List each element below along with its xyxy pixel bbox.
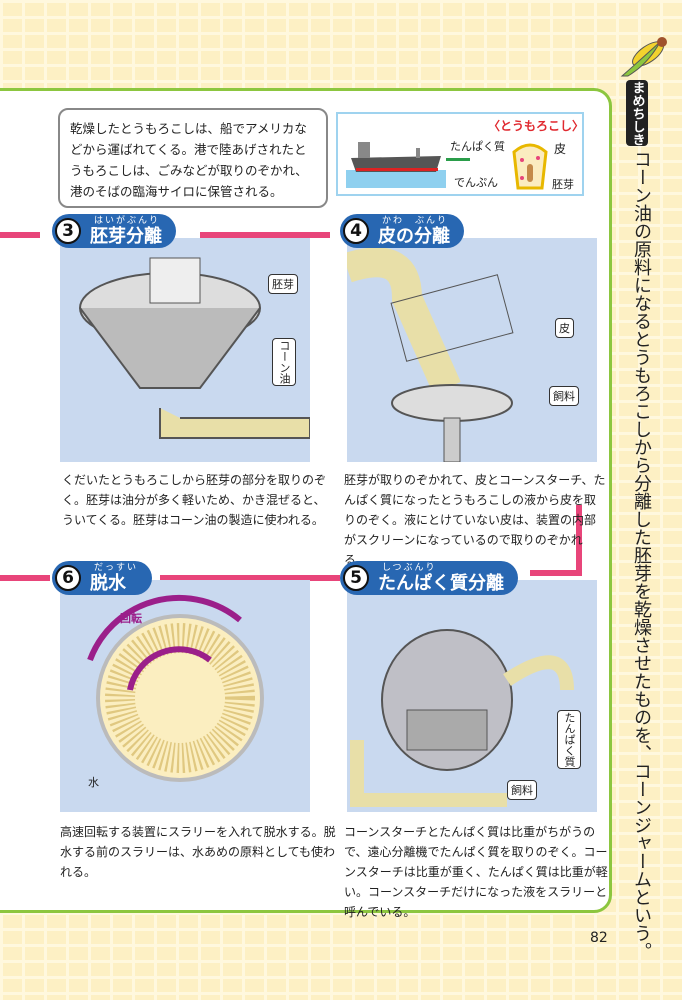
step-title-ruby: だっすい (94, 562, 139, 573)
intro-text: 乾燥したとうもろこしは、船でアメリカなどから運ばれてくる。港で陸あげされたとうも… (58, 108, 328, 208)
step5-text: コーンスターチとたんぱく質は比重がちがうので、遠心分離機でたんぱく質を取りのぞく… (344, 825, 608, 919)
flow-arrow-4-5 (530, 570, 582, 576)
step-title: 胚芽分離 (90, 225, 162, 247)
label-feed: 飼料 (549, 386, 579, 406)
corn-title: 〈とうもろこし〉 (488, 119, 585, 133)
label-feed: 飼料 (507, 780, 537, 800)
sidebar-text: コーン油の原料になるとうもろこしから分離した胚芽を乾燥させたものを、コーンジャー… (631, 150, 652, 960)
label-starch: でんぷん (454, 176, 498, 189)
corn-icon (620, 37, 667, 77)
step-title: 皮の分離 (378, 225, 450, 247)
label-water: 水 (88, 776, 99, 789)
step4-text: 胚芽が取りのぞかれて、皮とコーンスターチ、たんぱく質になったとうもろこしの液から… (344, 473, 606, 567)
step3-illustration: 胚芽 コーン油 (60, 238, 311, 462)
step-number: 5 (343, 565, 369, 591)
step3-header: 3 はいがぶんり胚芽分離 (52, 214, 176, 248)
step-title: 脱水 (90, 572, 126, 594)
mamechishiki-tag: まめちしき (626, 80, 648, 146)
step-number: 4 (343, 218, 369, 244)
label-protein: たんぱく質 (557, 710, 581, 769)
step6-illustration: 回転 水 (60, 580, 310, 812)
corn-diagram-box: 〈とうもろこし〉 たんぱく質 でんぷん 皮 胚芽 (336, 112, 584, 196)
flow-arrow-5-6 (160, 575, 340, 581)
step6-text: 高速回転する装置にスラリーを入れて脱水する。脱水する前のスラリーは、水あめの原料… (60, 825, 336, 879)
flow-arrow-4-5-down (576, 505, 582, 575)
corn-kernel (512, 143, 548, 190)
step-number: 6 (55, 565, 81, 591)
label-germ: 胚芽 (552, 178, 574, 191)
flow-arrow-out (0, 575, 50, 581)
label-rotation: 回転 (120, 612, 142, 625)
step-title-ruby: はいがぶんり (94, 215, 161, 226)
flow-arrow-in (0, 232, 40, 238)
ship-illustration (346, 142, 446, 188)
label-germ: 胚芽 (268, 274, 298, 294)
page-number: 82 (590, 930, 608, 946)
step6-header: 6 だっすい脱水 (52, 561, 153, 595)
label-skin: 皮 (554, 142, 567, 156)
step-title: たんぱく質分離 (378, 572, 504, 594)
step5-header: 5 しつぶんりたんぱく質分離 (340, 561, 518, 595)
step-number: 3 (55, 218, 81, 244)
green-arrow (446, 158, 470, 161)
step-title-ruby: しつぶんり (382, 562, 437, 573)
label-corn-oil: コーン油 (272, 338, 296, 386)
step4-illustration: 皮 飼料 (342, 238, 597, 463)
label-protein: たんぱく質 (450, 140, 505, 153)
step4-header: 4 かわ ぶんり皮の分離 (340, 214, 464, 248)
step3-text: くだいたとうもろこしから胚芽の部分を取りのぞく。胚芽は油分が多く軽いため、かき混… (62, 473, 327, 527)
step5-illustration: たんぱく質 飼料 (347, 580, 597, 812)
step-title-ruby: かわ ぶんり (382, 215, 449, 226)
label-skin: 皮 (555, 318, 574, 338)
flow-arrow-3-4 (200, 232, 330, 238)
